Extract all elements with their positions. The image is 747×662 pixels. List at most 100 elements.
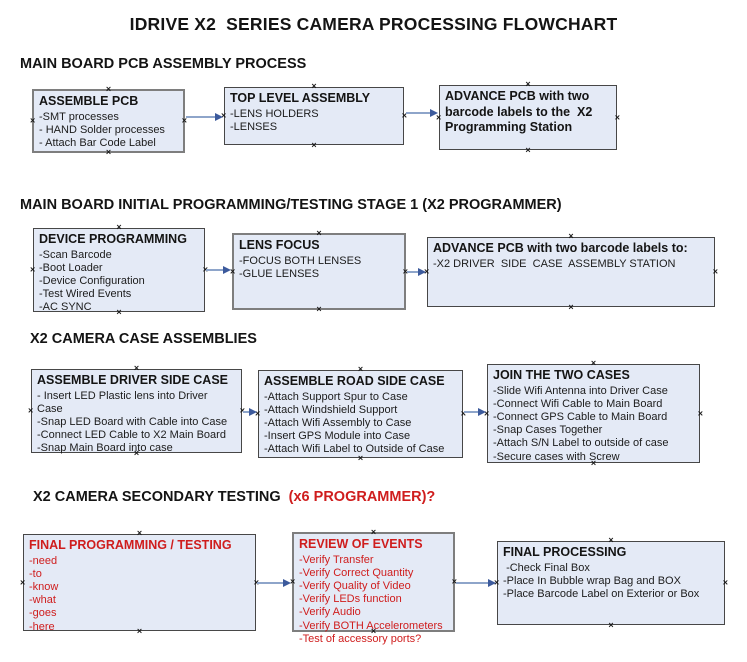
- connector-handle-icon: ×: [105, 84, 112, 94]
- box-item: - HAND Solder processes: [39, 123, 165, 136]
- arrow-line: [456, 581, 490, 584]
- box-item: -Insert GPS Module into Case: [264, 430, 411, 443]
- connector-arrow: [456, 578, 496, 587]
- arrow-head-icon: [418, 267, 426, 276]
- box-item: -LENS HOLDERS: [230, 107, 319, 120]
- box-item: -Check Final Box: [503, 561, 590, 574]
- connector-handle-icon: ×: [608, 535, 614, 545]
- box-title: ASSEMBLE PCB: [39, 94, 139, 108]
- box-item: -goes: [29, 607, 57, 620]
- box-item: -Snap Main Board into case: [37, 442, 173, 455]
- box-item-list: -Scan Barcode-Boot Loader-Device Configu…: [39, 249, 199, 315]
- arrow-head-icon: [478, 407, 486, 416]
- arrow-line: [206, 268, 225, 271]
- section-header-secondary-testing: X2 CAMERA SECONDARY TESTING (x6 PROGRAMM…: [33, 489, 435, 505]
- connector-handle-icon: ×: [116, 222, 122, 232]
- arrow-head-icon: [283, 578, 291, 587]
- arrow-head-icon: [430, 108, 438, 117]
- box-item: -Verify LEDs function: [299, 593, 402, 606]
- box-item: - Attach Bar Code Label: [39, 137, 156, 150]
- box-item-list: -Attach Support Spur to Case-Attach Wind…: [264, 391, 457, 457]
- box-item: - Insert LED Plastic lens into Driver Ca…: [37, 389, 211, 415]
- box-item-list: -Slide Wifi Antenna into Driver Case-Con…: [493, 385, 694, 464]
- box-title: REVIEW OF EVENTS: [299, 537, 423, 551]
- connector-handle-icon: ×: [133, 363, 140, 373]
- arrow-line: [407, 270, 420, 273]
- flow-box-advance-pcb-programming-station: ADVANCE PCB with two barcode labels to t…: [436, 80, 620, 155]
- flow-box-assemble-driver-side-case: ASSEMBLE DRIVER SIDE CASE - Insert LED P…: [28, 364, 245, 458]
- box-title: JOIN THE TWO CASES: [493, 368, 630, 382]
- connector-handle-icon: ×: [697, 408, 703, 418]
- arrow-line: [243, 410, 251, 413]
- box-item: -X2 DRIVER SIDE CASE ASSEMBLY STATION: [433, 257, 676, 270]
- connector-handle-icon: ×: [525, 145, 531, 155]
- section-header-pcb-assembly: MAIN BOARD PCB ASSEMBLY PROCESS: [20, 56, 307, 72]
- connector-arrow: [464, 407, 486, 416]
- box-title: ASSEMBLE DRIVER SIDE CASE: [37, 373, 229, 387]
- box-item-list: -Verify Transfer-Verify Correct Quantity…: [299, 554, 448, 646]
- flow-box-final-programming-testing: FINAL PROGRAMMING / TESTING -need-to-kno…: [20, 529, 259, 636]
- arrow-line: [464, 410, 480, 413]
- box-item: -Attach Wifi Assembly to Case: [264, 417, 412, 430]
- box-item: -Slide Wifi Antenna into Driver Case: [493, 384, 668, 397]
- box-title: TOP LEVEL ASSEMBLY: [230, 91, 371, 105]
- box-item-list: -X2 DRIVER SIDE CASE ASSEMBLY STATION: [433, 258, 709, 271]
- box-item: -Connect LED Cable to X2 Main Board: [37, 429, 226, 442]
- connector-handle-icon: ×: [722, 577, 728, 588]
- box-item: -Attach S/N Label to outside of case: [493, 437, 669, 450]
- box-item: -Secure cases with Screw: [493, 450, 620, 463]
- box-item: -Verify BOTH Accelerometers: [299, 619, 443, 632]
- arrow-line: [406, 111, 432, 114]
- box-item: -Snap LED Board with Cable into Case: [37, 416, 228, 429]
- box-item: -Verify Correct Quantity: [299, 566, 414, 579]
- box-item: -Attach Windshield Support: [264, 403, 398, 416]
- box-item: -FOCUS BOTH LENSES: [239, 254, 362, 267]
- arrow-head-icon: [215, 112, 223, 121]
- box-item: -Boot Loader: [39, 261, 103, 274]
- box-item: -need: [29, 554, 58, 567]
- flow-box-assemble-pcb: ASSEMBLE PCB -SMT processes- HAND Solder…: [30, 85, 187, 157]
- arrow-line: [186, 115, 217, 118]
- box-item: -Snap Cases Together: [493, 424, 603, 437]
- connector-arrow: [206, 265, 231, 274]
- flow-box-final-processing: FINAL PROCESSING -Check Final Box-Place …: [494, 536, 728, 630]
- connector-arrow: [243, 407, 257, 416]
- flow-box-device-programming: DEVICE PROGRAMMING -Scan Barcode-Boot Lo…: [30, 223, 208, 317]
- arrow-head-icon: [223, 265, 231, 274]
- box-title: ADVANCE PCB with two barcode labels to t…: [445, 89, 596, 135]
- flow-box-advance-pcb-driver-side: ADVANCE PCB with two barcode labels to: …: [424, 232, 718, 312]
- box-item: -SMT processes: [39, 110, 119, 123]
- box-item: -Attach Support Spur to Case: [264, 390, 408, 403]
- box-item: -LENSES: [230, 120, 278, 133]
- box-item: -Connect Wifi Cable to Main Board: [493, 397, 663, 410]
- connector-handle-icon: ×: [568, 231, 574, 241]
- flow-box-lens-focus: LENS FOCUS -FOCUS BOTH LENSES-GLUE LENSE…: [230, 229, 408, 314]
- box-item-list: -FOCUS BOTH LENSES-GLUE LENSES: [239, 255, 399, 281]
- connector-handle-icon: ×: [568, 302, 574, 312]
- box-item: -Place Barcode Label on Exterior or Box: [503, 588, 700, 601]
- box-item: -Scan Barcode: [39, 248, 112, 261]
- box-item: -AC SYNC: [39, 301, 92, 314]
- box-item: -know: [29, 581, 59, 594]
- box-item-list: -Check Final Box-Place In Bubble wrap Ba…: [503, 562, 719, 602]
- box-item: -GLUE LENSES: [239, 267, 320, 280]
- flowchart-title: IDRIVE X2 SERIES CAMERA PROCESSING FLOWC…: [129, 14, 618, 34]
- box-title: ADVANCE PCB with two barcode labels to:: [433, 241, 688, 255]
- arrow-head-icon: [249, 407, 257, 416]
- box-item: -Test Wired Events: [39, 288, 132, 301]
- arrow-head-icon: [488, 578, 496, 587]
- box-title: FINAL PROCESSING: [503, 545, 627, 559]
- connector-handle-icon: ×: [30, 264, 36, 275]
- connector-arrow: [407, 267, 426, 276]
- box-item: -Attach Wifi Label to Outside of Case: [264, 443, 445, 456]
- box-title: DEVICE PROGRAMMING: [39, 232, 187, 246]
- connector-handle-icon: ×: [712, 266, 718, 277]
- box-title: LENS FOCUS: [239, 238, 320, 252]
- section-header-text: X2 CAMERA SECONDARY TESTING: [33, 489, 285, 505]
- box-item: -Verify Transfer: [299, 553, 374, 566]
- arrow-line: [257, 581, 285, 584]
- box-item: -Device Configuration: [39, 275, 145, 288]
- box-item-list: - Insert LED Plastic lens into Driver Ca…: [37, 390, 236, 456]
- box-item: -Test of accessory ports?: [299, 632, 422, 645]
